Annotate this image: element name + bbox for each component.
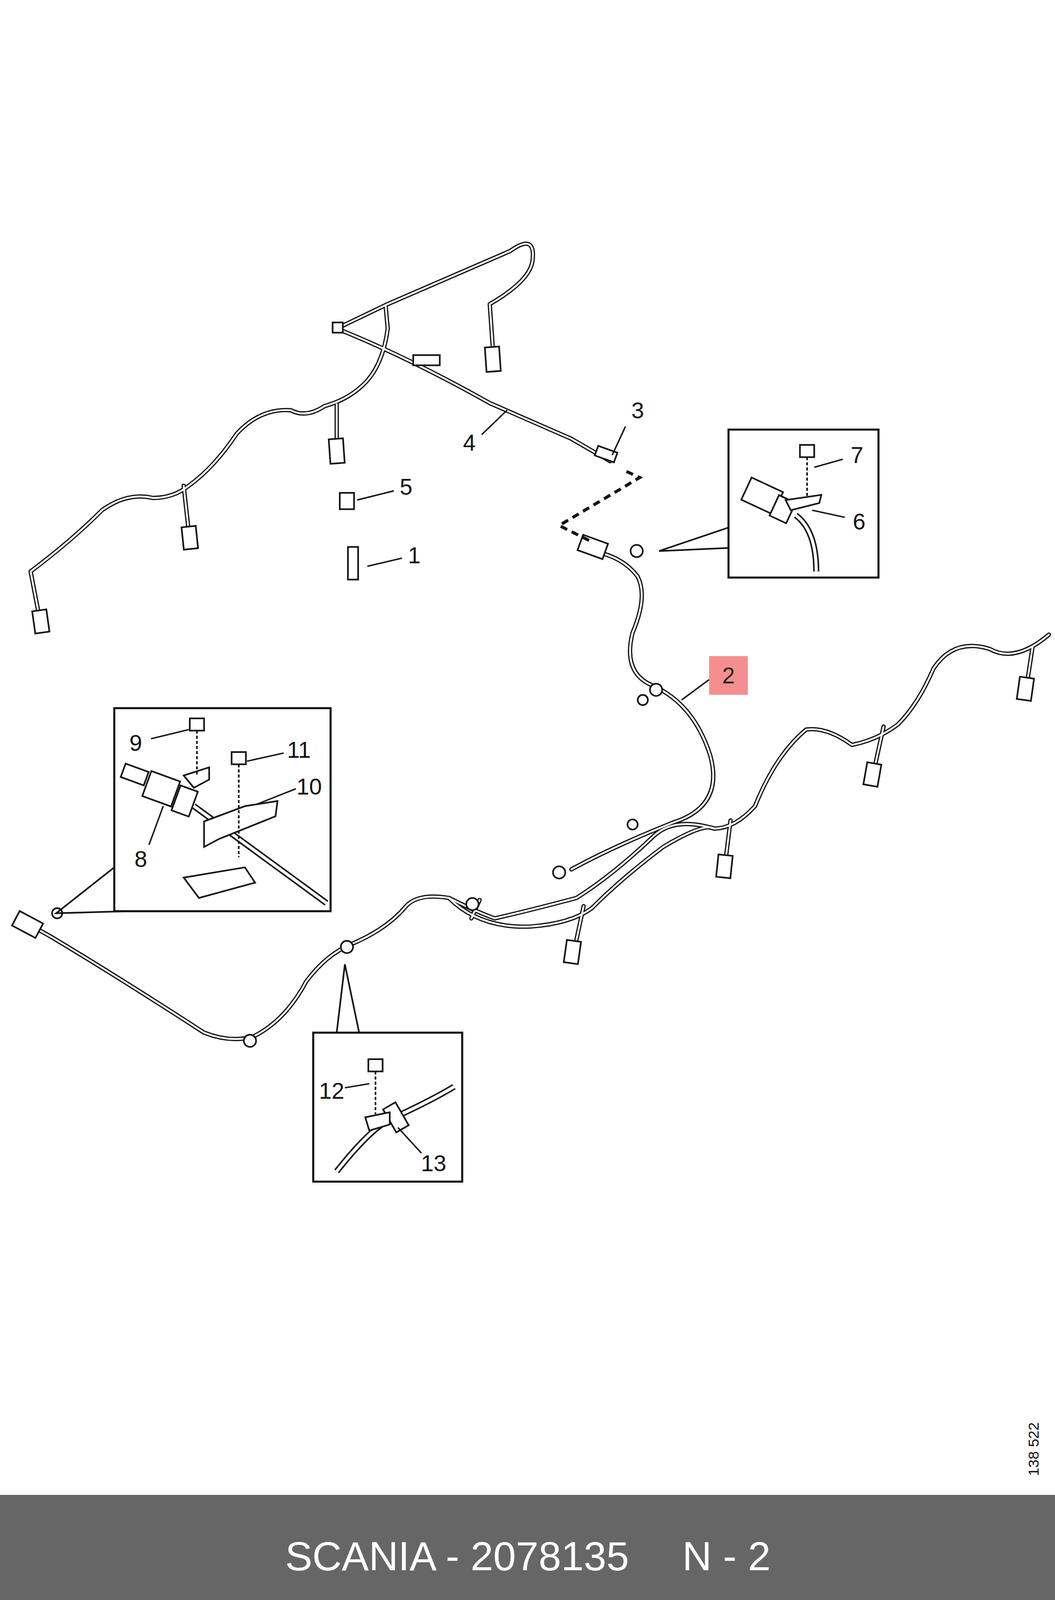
footer-band [0, 1494, 1055, 1600]
callout-number: 10 [296, 775, 322, 798]
highlighted-callout: 2 [709, 656, 748, 695]
callout-number: 6 [852, 510, 866, 533]
page-number: N - 2 [682, 1535, 771, 1577]
callout-number: 13 [420, 1151, 447, 1175]
callout-number: 3 [631, 398, 645, 422]
callout-number: 1 [407, 543, 421, 567]
part-caption: SCANIA - 2078135 [285, 1535, 630, 1577]
callout-number: 4 [462, 431, 476, 455]
callout-number: 9 [129, 731, 143, 755]
callout-number: 11 [287, 738, 312, 762]
drawing-number: 138 522 [1026, 1421, 1042, 1476]
callout-number: 7 [850, 443, 864, 467]
callout-number: 2 [722, 663, 735, 687]
callout-number: 8 [134, 847, 148, 871]
callout-number: 12 [319, 1079, 345, 1103]
callout-number: 5 [399, 475, 413, 499]
